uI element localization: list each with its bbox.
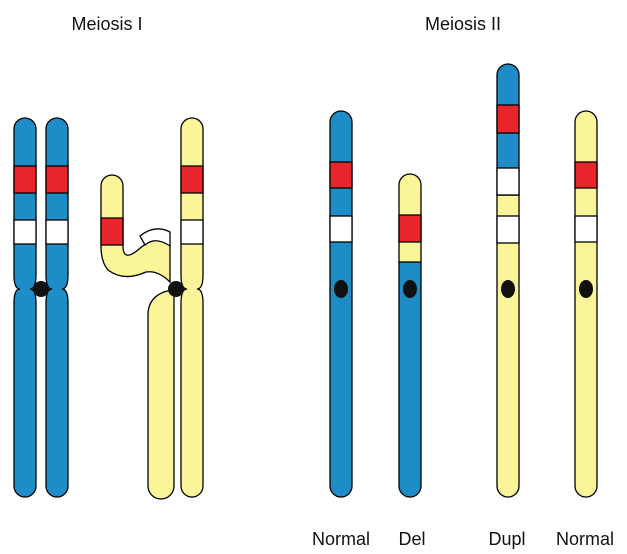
white-band <box>46 220 68 244</box>
yellow-chromatid-left-lower <box>148 289 174 499</box>
red-band <box>181 166 203 193</box>
blue-homolog-pair <box>14 118 68 497</box>
meiosis-1-title: Meiosis I <box>71 14 142 34</box>
white-band <box>330 216 352 242</box>
centromere <box>579 280 593 298</box>
product-normal-blue <box>330 111 352 497</box>
yellow-homolog-pair <box>101 118 203 499</box>
product-label-dupl: Dupl <box>488 529 525 549</box>
red-band <box>399 215 421 242</box>
red-band <box>497 105 519 133</box>
product-normal-yellow <box>575 111 597 497</box>
white-band <box>575 216 597 242</box>
red-band <box>575 162 597 188</box>
product-duplication <box>497 64 519 497</box>
product-deletion <box>399 174 421 497</box>
centromere <box>168 281 184 297</box>
red-band <box>330 162 352 188</box>
red-band <box>101 218 123 245</box>
product-label-normal: Normal <box>312 529 370 549</box>
product-label-normal: Normal <box>556 529 614 549</box>
centromere <box>501 280 515 298</box>
white-band <box>497 216 519 243</box>
white-band <box>181 220 203 244</box>
red-band <box>46 166 68 193</box>
red-band <box>14 166 36 193</box>
product-label-del: Del <box>398 529 425 549</box>
centromere <box>33 281 49 297</box>
white-band <box>14 220 36 244</box>
centromere <box>334 280 348 298</box>
white-band <box>497 168 519 195</box>
meiosis-2-title: Meiosis II <box>425 14 501 34</box>
centromere <box>403 280 417 298</box>
